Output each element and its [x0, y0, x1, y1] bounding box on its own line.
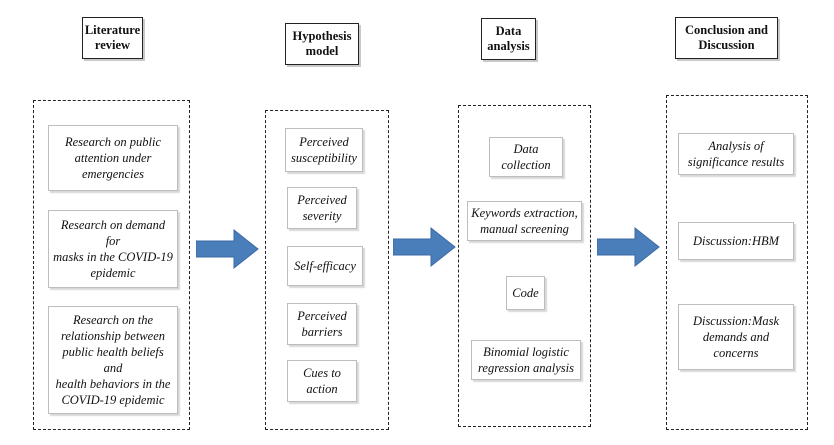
conclusion-box-mask-concerns: Discussion:Mask demands and concerns [678, 304, 794, 370]
conclusion-box-mask-concerns-label: Discussion:Mask demands and concerns [692, 314, 780, 360]
data-box-keywords-extraction: Keywords extraction, manual screening [467, 201, 582, 241]
literature-review-column [33, 100, 190, 430]
hypothesis-box-self-efficacy: Self-efficacy [287, 246, 363, 286]
hypothesis-box-cues-to-action-label: Cues to action [303, 366, 341, 396]
hypothesis-box-susceptibility-label: Perceived susceptibility [291, 135, 357, 165]
literature-box-mask-demand-label: Research on demand for masks in the COVI… [53, 218, 173, 280]
header-data-analysis: Data analysis [481, 18, 536, 60]
hypothesis-box-severity: Perceived severity [287, 187, 357, 229]
literature-box-public-attention: Research on public attention under emerg… [48, 125, 178, 191]
header-hypothesis-model-label: Hypothesis model [292, 29, 352, 58]
conclusion-column [666, 95, 808, 430]
hypothesis-box-barriers: Perceived barriers [287, 303, 357, 345]
conclusion-box-hbm: Discussion:HBM [678, 222, 794, 260]
data-analysis-column [458, 105, 591, 427]
arrow-hypothesis-to-data [393, 226, 456, 268]
data-box-logistic-regression-label: Binomial logistic regression analysis [478, 345, 574, 375]
hypothesis-box-self-efficacy-label: Self-efficacy [294, 259, 356, 273]
data-box-logistic-regression: Binomial logistic regression analysis [471, 340, 581, 380]
literature-box-health-beliefs-label: Research on the relationship between pub… [55, 313, 171, 407]
hypothesis-model-column [265, 110, 389, 430]
hypothesis-box-barriers-label: Perceived barriers [297, 309, 347, 339]
hypothesis-box-cues-to-action: Cues to action [287, 360, 357, 402]
literature-box-mask-demand: Research on demand for masks in the COVI… [48, 210, 178, 288]
conclusion-box-hbm-label: Discussion:HBM [692, 234, 780, 248]
arrow-data-to-conclusion [597, 226, 660, 268]
header-conclusion-discussion: Conclusion and Discussion [675, 17, 778, 59]
conclusion-box-significance: Analysis of significance results [678, 133, 794, 175]
conclusion-box-significance-label: Analysis of significance results [687, 139, 785, 169]
hypothesis-box-severity-label: Perceived severity [297, 193, 347, 223]
arrow-literature-to-hypothesis [196, 228, 259, 270]
header-data-analysis-label: Data analysis [487, 24, 530, 53]
data-box-code: Code [506, 276, 545, 310]
header-hypothesis-model: Hypothesis model [285, 23, 359, 65]
hypothesis-box-susceptibility: Perceived susceptibility [285, 128, 363, 172]
header-literature-review: Literature review [82, 17, 143, 59]
data-box-code-label: Code [512, 286, 539, 300]
header-conclusion-discussion-label: Conclusion and Discussion [684, 23, 769, 52]
data-box-collection-label: Data collection [501, 142, 551, 172]
data-box-collection: Data collection [489, 137, 563, 177]
literature-box-public-attention-label: Research on public attention under emerg… [64, 135, 162, 181]
header-literature-review-label: Literature review [84, 23, 141, 52]
data-box-keywords-extraction-label: Keywords extraction, manual screening [471, 206, 578, 236]
literature-box-health-beliefs: Research on the relationship between pub… [48, 306, 178, 414]
